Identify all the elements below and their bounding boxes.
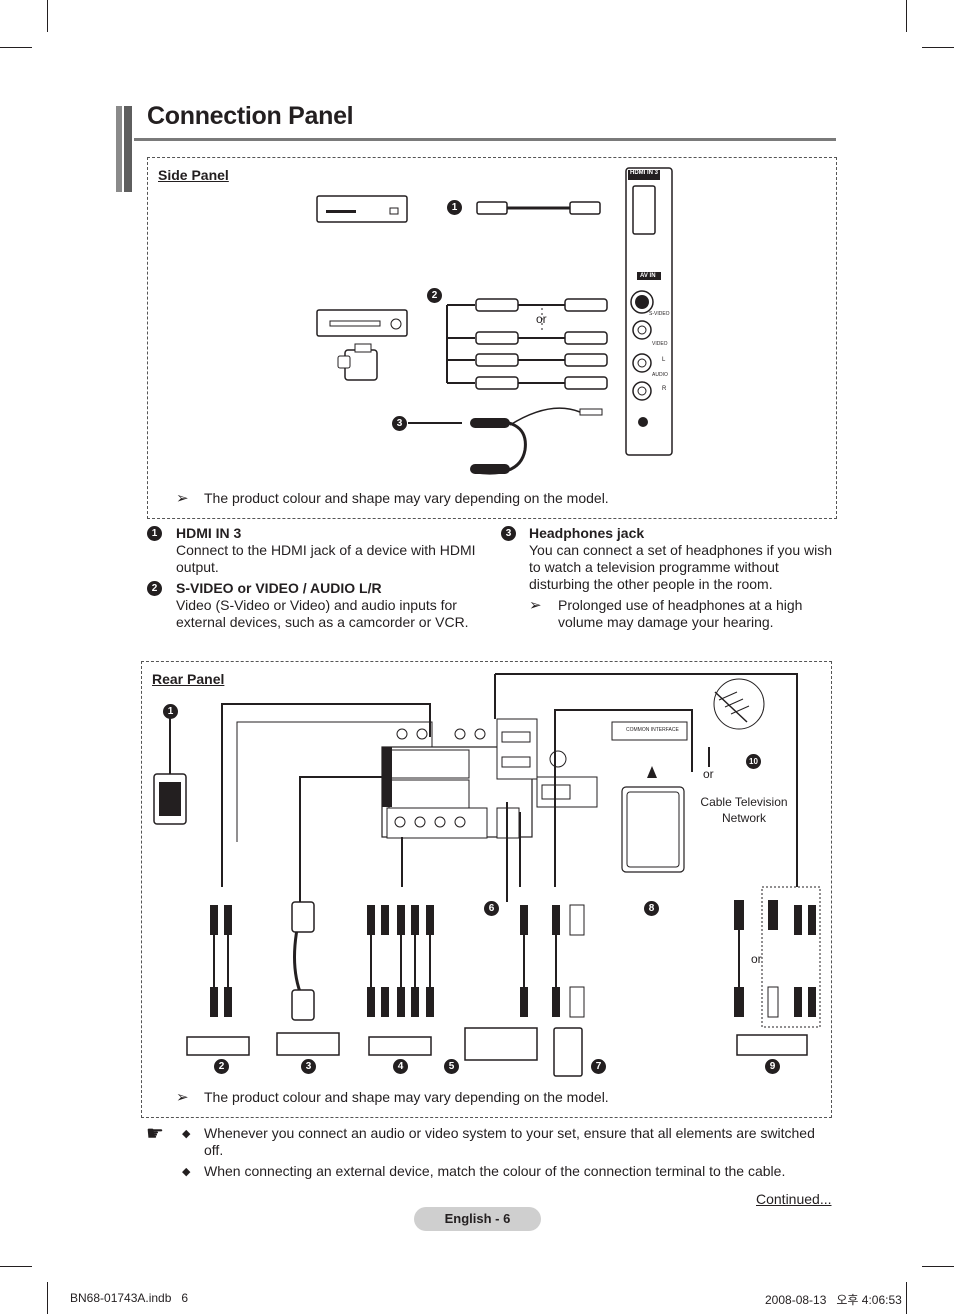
footer-timestamp: 2008-08-13 오후 4:06:53	[765, 1293, 902, 1307]
crop-mark	[922, 47, 954, 48]
tv-side-panel-icon	[625, 167, 673, 456]
rear-panel-box	[141, 661, 832, 1118]
port-label-svideo: S-VIDEO	[649, 311, 670, 317]
crop-mark	[906, 0, 907, 32]
title-accent-bar	[124, 106, 132, 192]
rear-callout-3: 3	[301, 1059, 316, 1074]
or-label-hdmi: or	[751, 952, 762, 966]
bullet-diamond-icon: ◆	[182, 1128, 191, 1140]
callout-2: 2	[427, 288, 442, 303]
footer-filename: BN68-01743A.indb 6	[70, 1291, 189, 1305]
rear-callout-9: 9	[765, 1059, 780, 1074]
item-3-heading: Headphones jack	[529, 525, 645, 541]
subnote-arrow-icon: ➢	[529, 597, 542, 614]
vcr-icon	[316, 309, 408, 337]
device-icon	[464, 1027, 538, 1061]
device-icon	[553, 1027, 583, 1077]
or-label: or	[536, 312, 547, 326]
side-panel-diagram	[316, 167, 673, 475]
rear-callout-5: 5	[444, 1059, 459, 1074]
side-panel-label: Side Panel	[158, 167, 229, 183]
crop-mark	[47, 0, 48, 32]
device-icon	[186, 1036, 250, 1056]
port-label-r: R	[662, 386, 667, 392]
item-3-number: 3	[501, 526, 516, 541]
page-title: Connection Panel	[147, 102, 354, 130]
bullet-diamond-icon: ◆	[182, 1166, 191, 1178]
rear-note-arrow-icon: ➢	[176, 1089, 189, 1106]
headphones-icon	[470, 407, 603, 475]
port-label-audio: AUDIO	[652, 372, 668, 378]
callout-3: 3	[392, 416, 407, 431]
item-2-heading: S-VIDEO or VIDEO / AUDIO L/R	[176, 580, 382, 596]
cable-tv-label: Cable Television Network	[700, 795, 788, 825]
crop-mark	[0, 1266, 32, 1267]
warning-1: Whenever you connect an audio or video s…	[204, 1125, 815, 1158]
or-label-antenna: or	[703, 767, 714, 781]
note-arrow-icon: ➢	[176, 490, 189, 507]
port-label-hdmi: HDMI IN 3	[630, 170, 659, 176]
rear-panel-diagram	[153, 673, 821, 1077]
hdmi-cable-icon	[476, 201, 601, 215]
port-label-video: VIDEO	[652, 341, 668, 347]
port-label-l: L	[662, 357, 666, 363]
device-icon	[736, 1034, 808, 1056]
cable-set-icon	[210, 886, 821, 1028]
rear-callout-8: 8	[644, 901, 659, 916]
item-2-text: Video (S-Video or Video) and audio input…	[176, 597, 469, 630]
crop-mark	[922, 1266, 954, 1267]
side-panel-box	[147, 157, 837, 519]
crop-mark	[0, 47, 32, 48]
port-label-av: AV IN	[640, 273, 656, 279]
item-2-number: 2	[147, 581, 162, 596]
rear-panel-note: The product colour and shape may vary de…	[204, 1089, 609, 1105]
rca-cable-icon	[475, 331, 608, 390]
camcorder-icon	[337, 343, 378, 381]
title-accent-bar	[116, 106, 122, 192]
item-3-subnote: Prolonged use of headphones at a high vo…	[558, 597, 803, 630]
dvd-player-icon	[316, 195, 408, 223]
continued-link[interactable]: Continued...	[756, 1191, 832, 1207]
warning-2: When connecting an external device, matc…	[204, 1163, 786, 1179]
callout-1: 1	[447, 200, 462, 215]
rear-callout-4: 4	[393, 1059, 408, 1074]
device-icon	[276, 1032, 340, 1056]
item-1-heading: HDMI IN 3	[176, 525, 242, 541]
page-number-pill: English - 6	[414, 1207, 541, 1231]
ci-label: COMMON INTERFACE	[626, 727, 679, 733]
rear-callout-6: 6	[484, 901, 499, 916]
rear-callout-2: 2	[214, 1059, 229, 1074]
item-3-text: You can connect a set of headphones if y…	[529, 542, 833, 592]
power-socket-icon	[153, 712, 187, 825]
device-icon	[368, 1036, 432, 1056]
rear-callout-1: 1	[163, 704, 178, 719]
rear-panel-label: Rear Panel	[152, 671, 225, 687]
pointing-hand-icon: ☛	[146, 1123, 164, 1145]
side-panel-note: The product colour and shape may vary de…	[204, 490, 609, 506]
antenna-icon	[713, 678, 765, 730]
crop-mark	[906, 1282, 907, 1314]
title-rule	[134, 138, 836, 141]
rear-callout-10: 10	[746, 754, 761, 769]
tv-rear-ports-icon	[381, 718, 688, 839]
crop-mark	[47, 1282, 48, 1314]
item-1-number: 1	[147, 526, 162, 541]
item-1-text: Connect to the HDMI jack of a device wit…	[176, 542, 476, 575]
rear-callout-7: 7	[591, 1059, 606, 1074]
ci-card-icon	[621, 766, 685, 873]
